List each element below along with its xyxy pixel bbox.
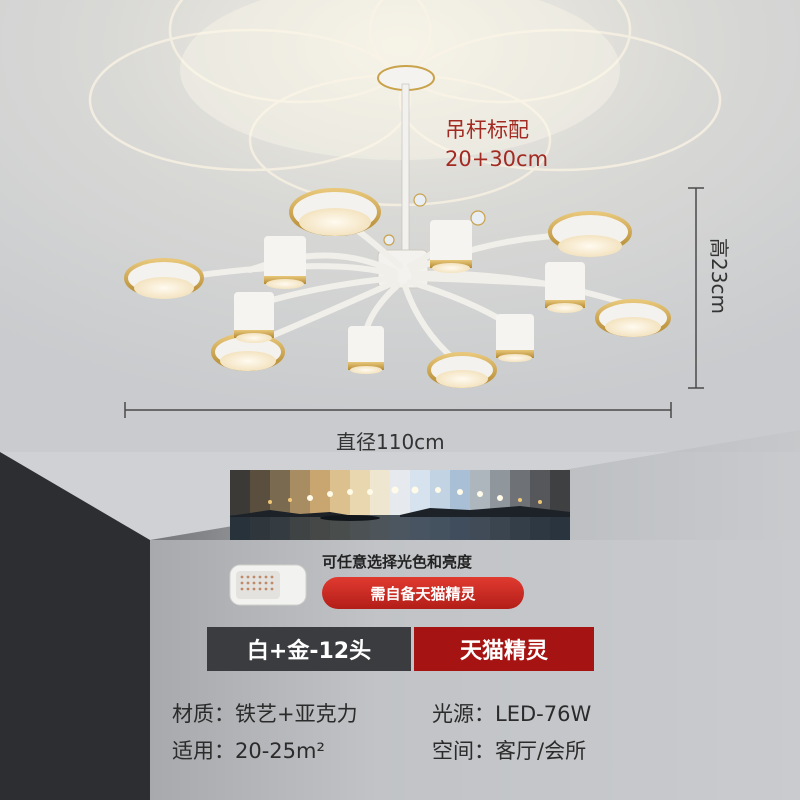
- diameter-label: 直径110cm: [336, 430, 445, 454]
- variant-option-tmall-genie[interactable]: 天猫精灵: [414, 627, 594, 671]
- color-spectrum-image: [230, 470, 570, 540]
- height-label: 高23cm: [707, 238, 731, 314]
- feature-note: 可任意选择光色和亮度: [322, 553, 473, 571]
- spec-area: 适用：20-25m²: [172, 739, 325, 763]
- pole-length-label: 吊杆标配 20+30cm: [445, 118, 549, 171]
- variant-option-white-gold[interactable]: 白+金-12头: [207, 627, 411, 671]
- smart-speaker-image: [229, 564, 307, 606]
- spec-material: 材质：铁艺+亚克力: [172, 702, 358, 726]
- requirement-badge: 需自备天猫精灵: [322, 577, 524, 609]
- spec-light-source: 光源：LED-76W: [432, 702, 592, 726]
- spec-space: 空间：客厅/会所: [432, 739, 587, 763]
